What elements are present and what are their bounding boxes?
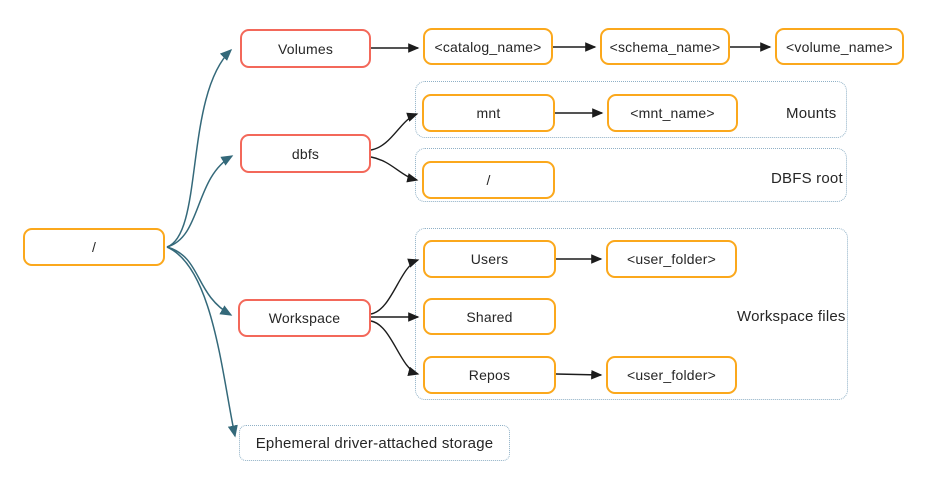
node-users: Users [423,240,556,278]
node-mnt-name: <mnt_name> [607,94,738,132]
arrow-root-to-dbfs [166,155,234,248]
node-mnt: mnt [422,94,555,132]
workspace-files-group-label: Workspace files [737,308,846,325]
arrow-dbfs-to-mnt [370,112,419,151]
arrow-root-to-workspace [166,246,233,316]
arrow-root-to-volumes [166,48,233,248]
node-ephemeral-storage: Ephemeral driver-attached storage [239,425,510,461]
node-volumes: Volumes [240,29,371,68]
node-repos: Repos [423,356,556,394]
node-schema-name: <schema_name> [600,28,730,65]
node-dbfs-root-slash: / [422,161,555,199]
node-users-user-folder: <user_folder> [606,240,737,278]
dbfs-root-group-label: DBFS root [771,170,843,187]
node-root-slash: / [23,228,165,266]
node-repos-user-folder: <user_folder> [606,356,737,394]
node-shared: Shared [423,298,556,335]
node-dbfs: dbfs [240,134,371,173]
node-workspace: Workspace [238,299,371,337]
node-catalog-name: <catalog_name> [423,28,553,65]
mounts-group-container [415,81,847,138]
mounts-group-label: Mounts [786,105,837,122]
arrow-workspace-to-users [370,258,420,315]
arrow-dbfs-to-dbfs-root [370,156,419,183]
arrow-workspace-to-repos [370,320,420,376]
node-volume-name: <volume_name> [775,28,904,65]
arrow-root-to-ephemeral [166,246,238,438]
